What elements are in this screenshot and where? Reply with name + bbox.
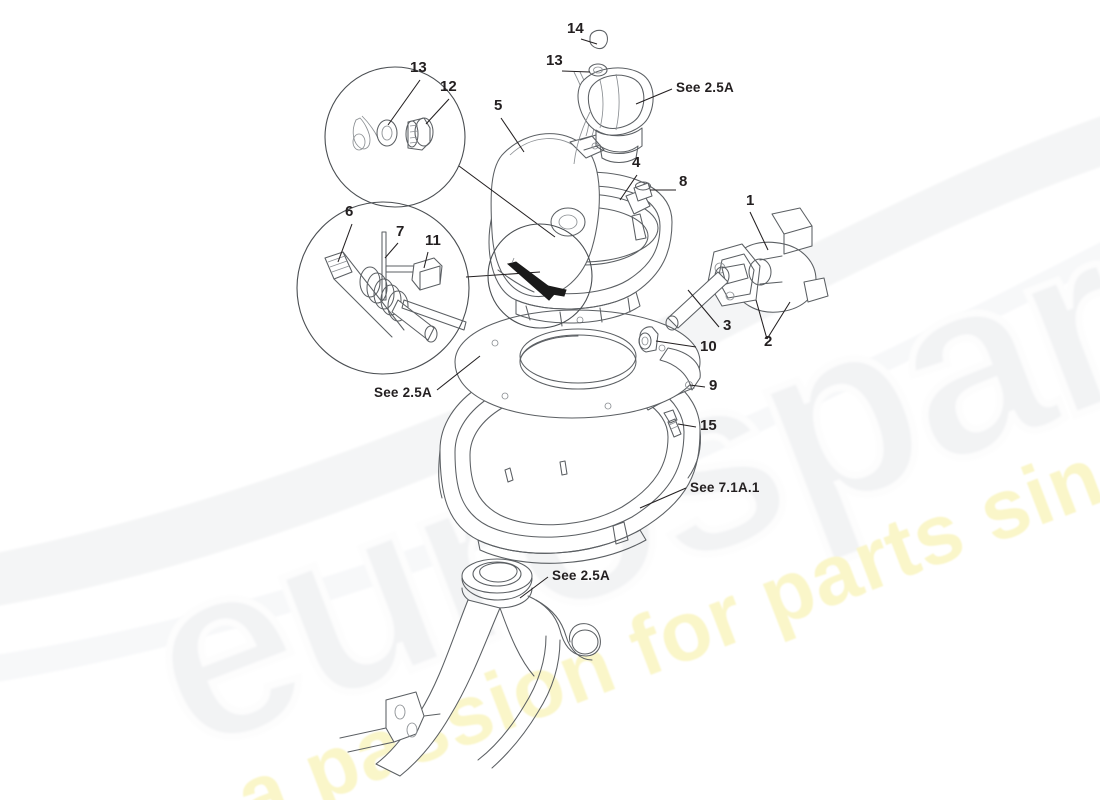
- callout-4: 4: [632, 154, 641, 171]
- latch-actuator-assembly: [638, 207, 829, 353]
- reference-neck-2-5a: See 2.5A: [552, 568, 610, 583]
- callout-7: 7: [396, 223, 404, 240]
- leader-lines: [337, 38, 791, 599]
- callout-labels: 14 13 13 12 5 4 8 1 6 7 11 3 2 10 9 15: [345, 20, 772, 434]
- callout-14: 14: [567, 20, 584, 37]
- callout-3: 3: [723, 317, 731, 334]
- callout-10: 10: [700, 338, 717, 355]
- callout-6: 6: [345, 203, 353, 220]
- latch-striker-detail: [487, 223, 593, 329]
- filler-housing-flange: [454, 309, 701, 419]
- detail-circle-fastener: [324, 66, 556, 238]
- callout-5: 5: [494, 97, 502, 114]
- callout-8: 8: [679, 173, 687, 190]
- reference-labels: See 2.5A See 2.5A See 7.1A.1 See 2.5A: [374, 80, 760, 583]
- callout-15: 15: [700, 417, 717, 434]
- callout-12: 12: [440, 78, 457, 95]
- callout-9: 9: [709, 377, 717, 394]
- callout-2: 2: [764, 333, 772, 350]
- callout-11: 11: [425, 232, 441, 249]
- screw-item-15: [663, 409, 682, 438]
- callout-13-top: 13: [546, 52, 563, 69]
- callout-1: 1: [746, 192, 754, 209]
- filler-neck-pipe: [339, 558, 601, 777]
- cap-bung-and-washer: [588, 29, 608, 77]
- reference-cap-2-5a: See 2.5A: [676, 80, 734, 95]
- fuel-filler-cap: [573, 67, 654, 165]
- reference-body-7-1a-1: See 7.1A.1: [690, 480, 760, 495]
- reference-detail-2-5a: See 2.5A: [374, 385, 432, 400]
- detail-circle-spring-rod: [296, 201, 541, 375]
- callout-13-detail: 13: [410, 59, 427, 76]
